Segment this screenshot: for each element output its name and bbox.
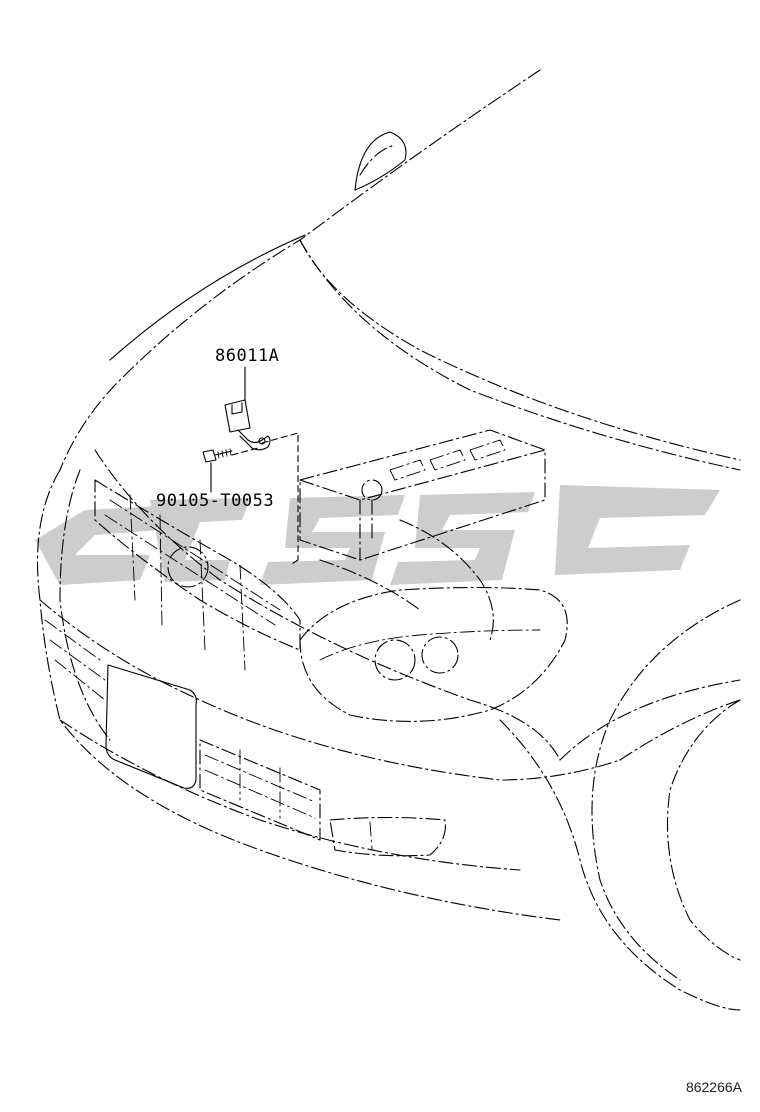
bolt-part-number[interactable]: 90105-T0053 — [156, 491, 275, 511]
upper-grille — [94, 479, 301, 671]
illustration-code: 862266A — [685, 1079, 742, 1095]
headlight — [299, 586, 568, 722]
bumper-outline — [36, 469, 561, 921]
sensor-part-number[interactable]: 86011A — [215, 346, 280, 366]
fog-light — [329, 816, 446, 857]
watermark-logo — [35, 485, 720, 585]
lower-grille — [199, 739, 321, 841]
bolt-part — [202, 448, 233, 463]
hood-outline — [59, 69, 541, 471]
license-plate — [105, 664, 197, 789]
mount-reference-line — [261, 432, 299, 566]
side-mirror — [354, 131, 407, 191]
engine-cover — [299, 429, 546, 641]
sensor-part — [224, 399, 271, 451]
wheel-arch — [499, 599, 741, 1011]
